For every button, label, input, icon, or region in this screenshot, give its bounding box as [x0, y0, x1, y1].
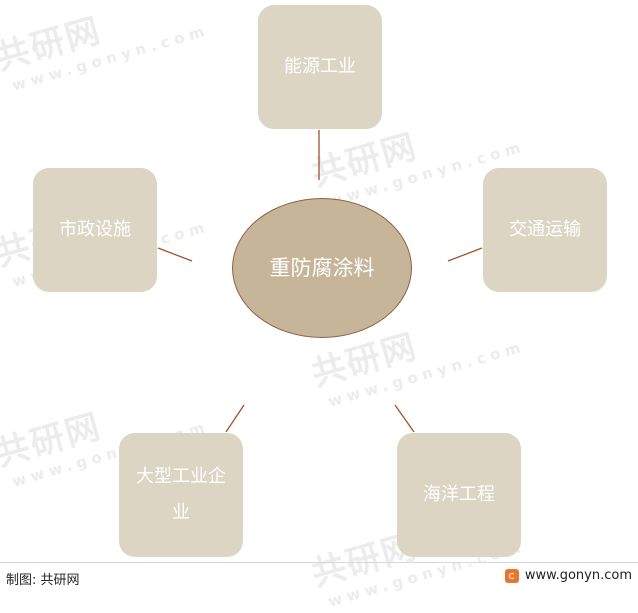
center-node-heavy-duty-anticorrosive-coatings: 重防腐涂料 [232, 198, 412, 338]
node-transportation: 交通运输 [483, 168, 607, 292]
node-label: 交通运输 [509, 219, 581, 240]
node-label: 大型工业企业 [136, 466, 226, 523]
node-label: 能源工业 [284, 56, 356, 77]
footer-website-text: www.gonyn.com [524, 568, 632, 583]
gonyn-logo-icon [504, 568, 519, 583]
center-label: 重防腐涂料 [269, 255, 375, 280]
node-large-industrial-enterprises: 大型工业企业 [119, 433, 243, 557]
connector-bottom-left [225, 404, 245, 433]
node-marine-engineering: 海洋工程 [397, 433, 521, 557]
footer-website-link[interactable]: www.gonyn.com [504, 568, 632, 583]
connector-lines [157, 130, 483, 433]
node-municipal-facilities: 市政设施 [33, 168, 157, 292]
footer-divider [0, 562, 638, 563]
connector-right [447, 247, 483, 262]
node-label: 市政设施 [59, 219, 131, 240]
connector-left [157, 247, 193, 262]
footer-source: 制图: 共研网 [6, 573, 80, 588]
node-label: 海洋工程 [423, 484, 495, 505]
connector-bottom-right [394, 404, 415, 433]
node-energy-industry: 能源工业 [258, 5, 382, 129]
